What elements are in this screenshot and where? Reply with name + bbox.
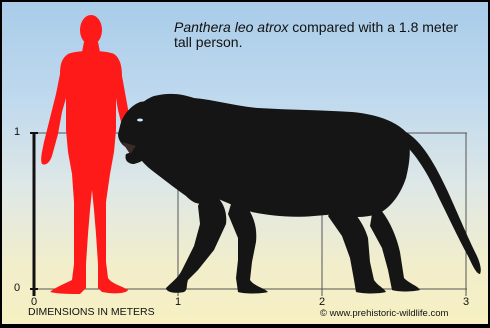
scale-drawing (2, 2, 488, 324)
x-tick-label-2: 2 (319, 296, 325, 308)
y-tick-label-1: 1 (14, 126, 20, 138)
x-tick-label-1: 1 (175, 296, 181, 308)
credit-text: © www.prehistoric-wildlife.com (320, 308, 448, 319)
lion-silhouette (118, 94, 481, 294)
lion-eye (137, 119, 143, 122)
x-tick-label-3: 3 (463, 296, 469, 308)
x-axis-title: DIMENSIONS IN METERS (28, 306, 155, 318)
y-tick-label-0: 0 (14, 282, 20, 294)
human-silhouette (41, 15, 137, 294)
size-comparison-diagram: Panthera leo atrox compared with a 1.8 m… (2, 2, 488, 324)
